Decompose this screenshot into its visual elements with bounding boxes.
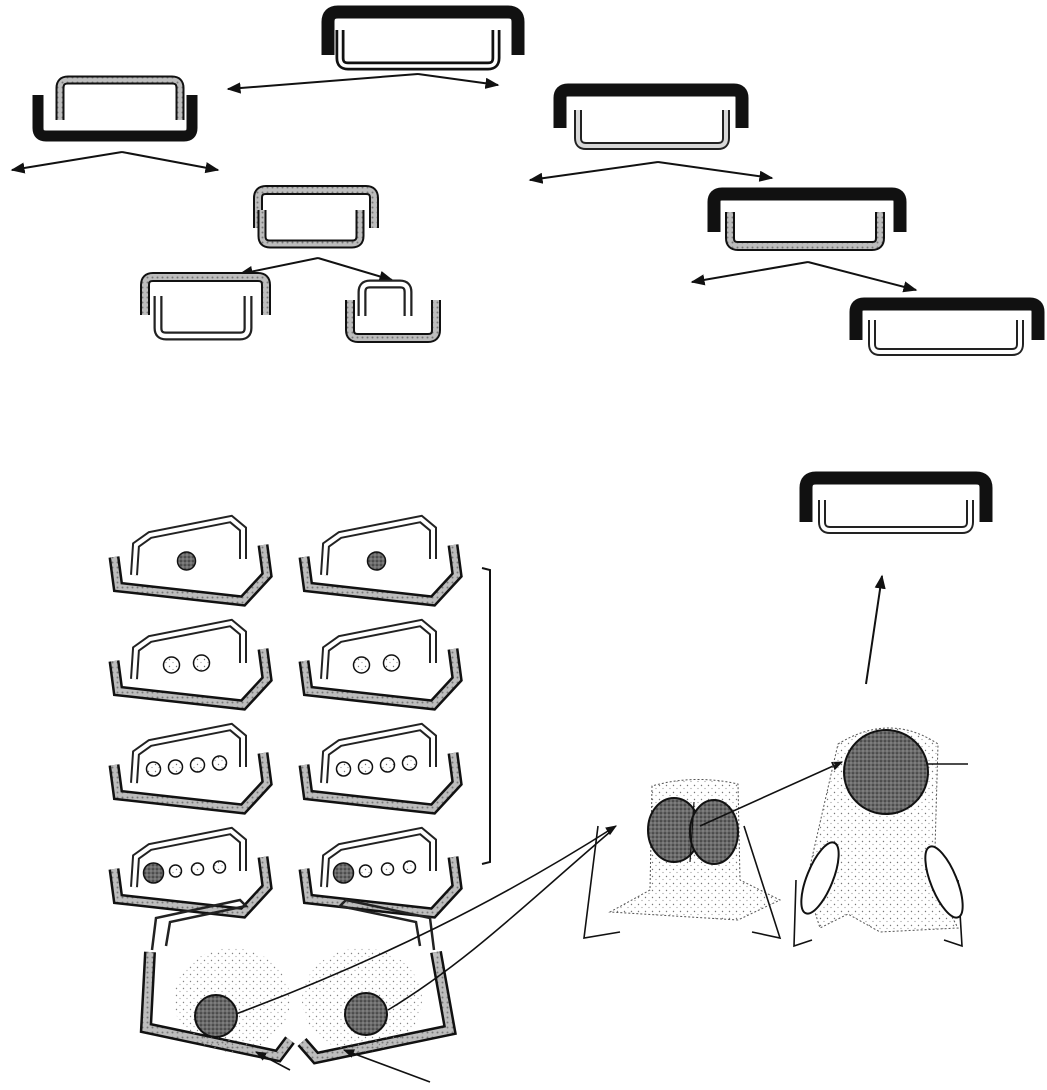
series-dot	[167, 759, 184, 775]
series-unit-right-row-3	[298, 722, 463, 815]
series-unit-right-row-2	[298, 618, 463, 711]
arrows-left-2	[238, 257, 394, 282]
arrows-right-1	[528, 161, 774, 184]
series-dot	[190, 862, 205, 876]
series-dot	[379, 757, 396, 773]
series-dot	[168, 864, 183, 878]
unit-right-3	[849, 297, 1045, 356]
series-unit-right-row-4	[298, 826, 463, 919]
series-dot	[332, 862, 355, 884]
series-unit-right-row-1	[298, 514, 463, 607]
unit-left-3a	[140, 272, 271, 341]
arrow-fused-to-enlarged	[699, 761, 844, 827]
unit-right-2	[707, 187, 907, 251]
unit-left-3b	[345, 279, 441, 343]
unit-top-center	[321, 5, 525, 71]
unit-left-1	[32, 75, 198, 142]
series-dot	[402, 860, 417, 874]
enlarged-cell	[793, 727, 968, 948]
series-dot	[335, 761, 352, 777]
series-dot	[382, 654, 401, 672]
arrows-top	[226, 73, 500, 94]
fused-cell	[583, 779, 782, 940]
result-unit	[799, 471, 993, 534]
unit-right-1	[553, 83, 749, 150]
series-unit-left-row-1	[108, 514, 273, 607]
series-unit-left-row-2	[108, 618, 273, 711]
series-dot	[211, 755, 228, 771]
paired-cells	[139, 898, 457, 1065]
duplication-series	[108, 514, 463, 919]
series-dot	[366, 551, 387, 571]
series-dot	[176, 551, 197, 571]
series-dot	[142, 862, 165, 884]
series-dot	[192, 654, 211, 672]
series-bracket	[481, 567, 491, 865]
series-dot	[145, 761, 162, 777]
series-dot	[357, 759, 374, 775]
series-dot	[380, 862, 395, 876]
arrow-to-result	[865, 574, 886, 685]
series-unit-left-row-3	[108, 722, 273, 815]
series-unit-left-row-4	[108, 826, 273, 919]
arrows-left-1	[10, 151, 220, 174]
series-dot	[401, 755, 418, 771]
series-dot	[212, 860, 227, 874]
series-dot	[352, 656, 371, 674]
series-dot	[162, 656, 181, 674]
unit-left-2	[253, 185, 379, 249]
paired-cells-arrows	[235, 825, 617, 1083]
series-dot	[358, 864, 373, 878]
series-dot	[189, 757, 206, 773]
arrows-right-2	[690, 261, 918, 293]
